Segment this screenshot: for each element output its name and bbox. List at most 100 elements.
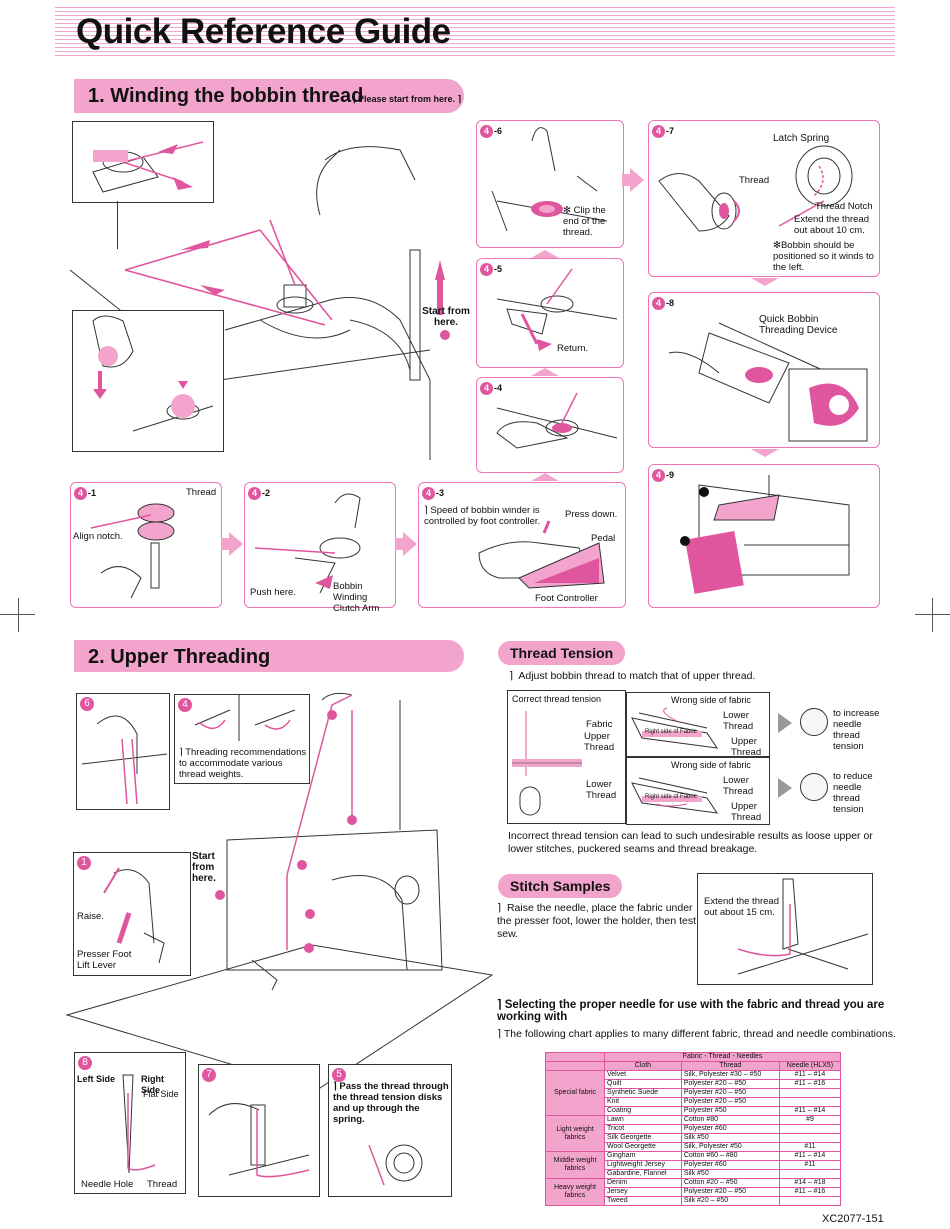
right-side-fabric: Right side of Fabric — [645, 729, 697, 735]
step4-box: 4 ⌉ Threading recommendations to accommo… — [174, 694, 310, 784]
step5-box: 5 ⌉ Pass the thread through the thread t… — [328, 1064, 452, 1197]
table-cell: #11 – #14 — [778, 1106, 842, 1116]
thread-label: Thread — [739, 175, 770, 186]
inset-bobbin-placement — [72, 310, 224, 452]
table-cell: Cotton #60 – #80 — [680, 1151, 780, 1161]
arrow-up — [531, 368, 559, 376]
step-4-4-box: 4-4 — [476, 377, 624, 473]
arrow-up — [531, 250, 559, 258]
step-6-badge: 6 — [80, 697, 94, 711]
section1-banner — [74, 79, 464, 113]
table-cell: Silk, Polyester #30 – #50 — [680, 1070, 780, 1080]
table-cell: Silk #50 — [680, 1133, 780, 1143]
fabric-label: Fabric — [586, 719, 613, 730]
table-cell — [778, 1124, 842, 1134]
table-cell: #11 — [778, 1142, 842, 1152]
upper-thread-label: Upper Thread — [731, 736, 762, 758]
step-1-badge: 1 — [77, 856, 91, 870]
foot-controller-label: Foot Controller — [535, 593, 598, 604]
push-here-label: Push here. — [250, 587, 296, 598]
step-4-1-box: 4-1 Thread Align notch. — [70, 482, 222, 608]
table-cell — [778, 1169, 842, 1179]
table-group: Light weight fabrics — [545, 1115, 605, 1152]
clip-label: ✻ Clip the end of the thread. — [563, 205, 606, 238]
step-4-2-box: 4-2 Push here. Bobbin Winding Clutch Arm — [244, 482, 396, 614]
step8-box: 8 Left Side Right Side Flat Side Needle … — [74, 1052, 186, 1194]
start-here-label: Start from here. — [192, 851, 216, 884]
table-cell: Knit — [604, 1097, 682, 1107]
section1-note: ⌉ Please start from here. ⌉ — [352, 94, 462, 104]
pedal-label: Pedal — [591, 533, 616, 544]
quick-device-label: Quick Bobbin Threading Device — [759, 314, 838, 336]
arrow-right — [630, 168, 644, 192]
table-caption-row: Fabric - Thread - Needles — [545, 1052, 841, 1062]
stitch-text: ⌉ Raise the needle, place the fabric und… — [497, 902, 697, 940]
arrow-shaft — [622, 174, 630, 186]
step-8-badge: 8 — [78, 1056, 92, 1070]
table-cell: #11 – #16 — [778, 1187, 842, 1197]
table-cell: Cotton #20 – #50 — [680, 1178, 780, 1188]
extend-label: Extend the thread out about 15 cm. — [704, 896, 779, 918]
correct-tension-label: Correct thread tension — [512, 694, 602, 704]
wrong-upper-box: Wrong side of fabric Right side of Fabri… — [626, 692, 770, 758]
flat-side-label: Flat Side — [143, 1089, 179, 1099]
step-7-badge: 7 — [202, 1068, 216, 1082]
header-stripes — [55, 4, 895, 56]
upper-thread-label: Upper Thread — [584, 731, 615, 753]
wrong-side-label: Wrong side of fabric — [671, 695, 751, 705]
table-header: Cloth — [604, 1061, 682, 1071]
table-cell: Tweed — [604, 1196, 682, 1206]
crop-mark — [932, 598, 933, 632]
table-cell — [778, 1088, 842, 1098]
wrong-lower-box: Wrong side of fabric Right side of Fabri… — [626, 757, 770, 825]
table-cell: Polyester #20 – #50 — [680, 1187, 780, 1197]
crop-mark — [0, 614, 35, 615]
table-cell: Polyester #50 — [680, 1106, 780, 1116]
table-cell: Velvet — [604, 1070, 682, 1080]
tension-warning: Incorrect thread tension can lead to suc… — [508, 830, 873, 855]
tension-dial-icon — [800, 773, 828, 801]
table-cell: Silk #50 — [680, 1169, 780, 1179]
increase-label: to increase needle thread tension — [833, 708, 880, 752]
table-cell: Coating — [604, 1106, 682, 1116]
reduce-label: to reduce needle thread tension — [833, 771, 873, 815]
tension-dial-icon — [800, 708, 828, 736]
start-here-label: Start from here. — [422, 306, 470, 328]
table-cell: Silk, Polyester #50 — [680, 1142, 780, 1152]
speed-note: ⌉ Speed of bobbin winder is controlled b… — [424, 505, 541, 527]
bobbin-note: ✻Bobbin should be positioned so it winds… — [773, 240, 874, 273]
table-cell: #14 – #18 — [778, 1178, 842, 1188]
pointer-line — [117, 201, 118, 249]
footer-code: XC2077-151 — [822, 1213, 884, 1225]
table-cell: Lightweight Jersey — [604, 1160, 682, 1170]
needle-heading: ⌉ Selecting the proper needle for use wi… — [497, 999, 885, 1023]
step-4-badge: 4 — [178, 698, 192, 712]
table-cell: Polyester #20 – #50 — [680, 1097, 780, 1107]
table-cell — [778, 1196, 842, 1206]
table-group: Middle weight fabrics — [545, 1151, 605, 1179]
arrow-down — [751, 278, 779, 286]
latch-spring-label: Latch Spring — [773, 133, 830, 144]
page-title: Quick Reference Guide — [76, 12, 451, 51]
return-label: Return. — [557, 343, 589, 354]
table-cell: Quilt — [604, 1079, 682, 1089]
table-cell: Polyester #60 — [680, 1160, 780, 1170]
lower-thread-label: Lower Thread — [723, 710, 754, 732]
step-5-badge: 5 — [332, 1068, 346, 1082]
needle-sub: ⌉ The following chart applies to many di… — [497, 1028, 896, 1040]
thread-label: Thread — [186, 487, 217, 498]
table-cell: Polyester #60 — [680, 1124, 780, 1134]
upper-thread-label: Upper Thread — [731, 801, 762, 823]
thread-notch-label: Thread Notch — [815, 201, 873, 212]
table-cell: #11 — [778, 1160, 842, 1170]
table-cell — [778, 1133, 842, 1143]
step-4-9-box: 4-9 — [648, 464, 880, 608]
table-cell: Jersey — [604, 1187, 682, 1197]
table-cell: Synthetic Suede — [604, 1088, 682, 1098]
thread-tension-pill: Thread Tension — [498, 641, 626, 665]
table-cell: Tricot — [604, 1124, 682, 1134]
